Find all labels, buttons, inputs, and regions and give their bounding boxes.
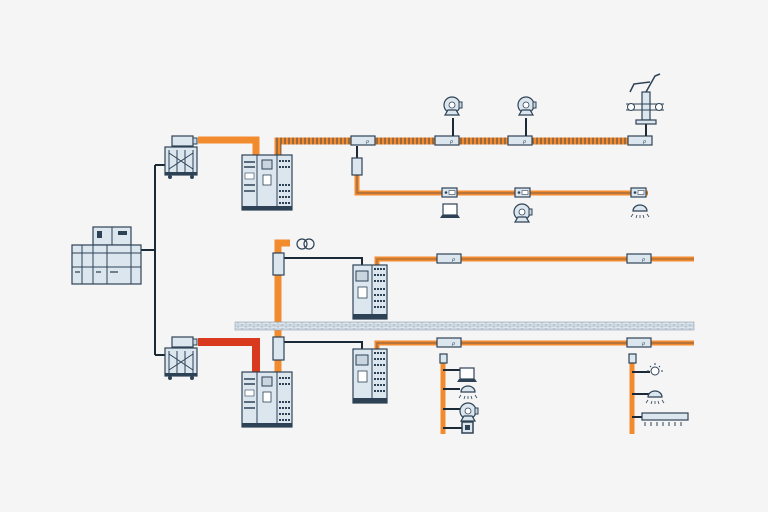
busbar-transformer-top xyxy=(198,136,260,156)
control-line-lower xyxy=(284,341,363,349)
tap-off-unit xyxy=(350,135,376,146)
sub-distribution-board-upper xyxy=(352,264,388,320)
bulb-icon xyxy=(647,363,663,376)
fluorescent-lamp-icon xyxy=(641,412,689,426)
main-distribution-board-bottom xyxy=(241,371,293,428)
lamp-icon xyxy=(630,204,650,219)
computer-icon xyxy=(439,203,461,219)
busbar-trunk-top xyxy=(274,137,652,156)
control-line-upper xyxy=(284,257,363,265)
transformer-bottom xyxy=(164,336,198,381)
tap-off-unit xyxy=(436,337,462,348)
tap-off-unit xyxy=(626,337,652,348)
transformer-symbol-icon xyxy=(296,238,315,250)
tap-off-unit xyxy=(630,187,647,198)
riser-tap-lower xyxy=(272,336,285,361)
computer-icon xyxy=(456,367,478,383)
tap-off-unit xyxy=(441,187,458,198)
riser-tap-upper xyxy=(272,252,285,276)
lamp-icon xyxy=(458,385,478,400)
tap-off-unit xyxy=(626,253,652,264)
tap-off-unit xyxy=(434,135,460,146)
floor-wall xyxy=(234,321,695,331)
motor-icon xyxy=(513,203,533,223)
motor-icon xyxy=(517,96,537,116)
lamp-icon xyxy=(645,390,665,405)
tap-off-unit xyxy=(507,135,533,146)
motor-icon xyxy=(443,96,463,116)
sub-distribution-board-lower xyxy=(352,348,388,404)
busbar-branch-top xyxy=(354,175,648,196)
main-switchgear xyxy=(71,226,142,285)
tap-off-unit xyxy=(436,253,462,264)
tap-off-unit xyxy=(627,135,653,146)
branch-feed-unit xyxy=(351,157,363,176)
tap-off-unit xyxy=(514,187,531,198)
busbar-transformer-bottom xyxy=(198,338,260,373)
socket-icon xyxy=(461,421,474,434)
main-distribution-board-top xyxy=(241,154,293,211)
robot-icon xyxy=(626,73,664,125)
transformer-top xyxy=(164,135,198,180)
motor-icon xyxy=(459,402,479,422)
feeder-line-main xyxy=(141,164,165,356)
